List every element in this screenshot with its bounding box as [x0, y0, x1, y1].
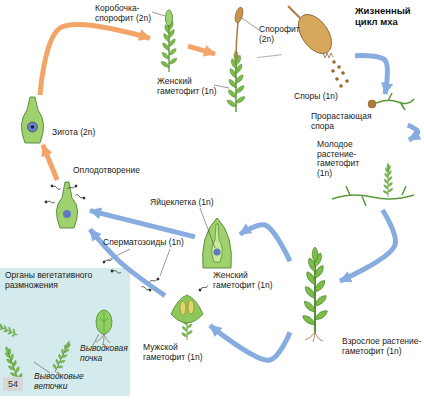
capsule	[292, 9, 339, 60]
part-label: Яйцеклетка (1n)	[150, 198, 220, 208]
seta	[236, 22, 238, 60]
stage-label: Зигота (2n)	[52, 128, 102, 138]
brood-branch	[50, 339, 74, 375]
stage-label: Мужской гаметофит (1n)	[143, 343, 215, 362]
spore	[332, 60, 336, 64]
sperm-cell	[198, 284, 208, 292]
leader-line	[152, 12, 165, 16]
leader-line	[160, 249, 170, 276]
archegonium	[56, 182, 77, 228]
sperm-cell	[50, 184, 61, 190]
stage-label: Взрослое растение-гаметофит (1n)	[342, 337, 422, 356]
sperm-cell	[45, 201, 55, 204]
stage-label: Органы вегетативного размножения	[5, 271, 123, 290]
brood-branch	[0, 319, 20, 339]
sperm-cell	[110, 269, 121, 274]
spore	[341, 71, 345, 75]
stage-label: Оплодотворение	[73, 166, 145, 176]
life-stage: Оплодотворение	[45, 180, 90, 230]
antheridium	[180, 301, 186, 315]
stage-label: Прорастающая спора	[311, 112, 375, 131]
sperm-cell	[141, 286, 152, 292]
seta	[288, 6, 300, 18]
life-stage: Женский гаметофит (1n)Яйцеклетка (1n)	[195, 215, 240, 270]
spore	[331, 69, 335, 73]
cycle-arrow	[408, 125, 418, 140]
inset-background	[0, 268, 130, 396]
protonema	[332, 186, 414, 206]
part-label: Сперматозоиды (1n)	[103, 238, 198, 248]
leader-line	[242, 18, 259, 30]
cycle-arrow	[240, 225, 290, 262]
leader-line	[200, 208, 215, 248]
young-sporophyte	[166, 10, 173, 26]
spores	[331, 60, 349, 88]
spore	[337, 65, 341, 69]
life-stage: Молодое растение-гаметофит (1n)	[325, 140, 415, 210]
life-stage: Споры (1n)	[282, 8, 355, 93]
egg-cell	[214, 249, 221, 256]
cycle-arrow	[340, 210, 396, 281]
inset-panel: Органы вегетативного размноженияВыводков…	[0, 268, 130, 396]
part-label: Выводковая почка	[80, 344, 128, 363]
sperm-cell	[149, 277, 160, 283]
archegonium	[21, 97, 43, 143]
female-head	[203, 218, 232, 268]
spore	[339, 84, 343, 88]
egg-cell	[63, 210, 71, 218]
page-number: 54	[3, 377, 23, 391]
life-stage: Спорофит (2n)Женский гаметофит (1n)	[215, 5, 257, 115]
stage-label: Споры (1n)	[294, 92, 354, 102]
moss-bud	[382, 163, 393, 197]
zygote-cell	[28, 122, 38, 132]
leader-line	[108, 249, 130, 260]
peristome	[323, 53, 333, 58]
life-stage: Мужской гаметофит (1n)	[165, 285, 210, 340]
cycle-arrow	[188, 46, 215, 54]
life-stage: Зигота (2n)	[15, 95, 50, 145]
spore	[335, 77, 339, 81]
cycle-arrow	[90, 211, 195, 237]
part-label: Женский гаметофит (1n)	[157, 77, 219, 96]
male-head	[171, 295, 203, 323]
cycle-arrow	[210, 325, 290, 360]
stage-label: Коробочка-спорофит (2n)	[95, 4, 153, 23]
rhizoid	[305, 332, 323, 342]
brood-bud	[96, 310, 112, 334]
protonema	[376, 93, 414, 110]
sperm-cell	[75, 194, 86, 200]
stage-label: Молодое растение-гаметофит (1n)	[317, 140, 372, 178]
nucleus	[31, 125, 35, 129]
life-stage: Коробочка-спорофит (2n)	[150, 8, 188, 73]
part-label: Выводковые веточки	[34, 372, 86, 391]
cycle-arrow	[355, 56, 387, 94]
cycle-arrow	[40, 24, 150, 95]
life-stage: Взрослое растение-гаметофит (1n)	[290, 255, 340, 340]
life-stage: Прорастающая спора	[355, 94, 415, 125]
spore	[345, 79, 349, 83]
diagram-title: Жизненный цикл мха	[355, 6, 421, 27]
stage-label: Спорофит (2n)	[259, 25, 299, 44]
spore	[368, 100, 376, 108]
stage-label: Женский гаметофит (1n)	[213, 271, 275, 290]
sperm-cell	[67, 184, 78, 190]
cycle-arrow	[43, 145, 57, 180]
cycle-arrow	[257, 55, 282, 58]
brood-bud-vein	[100, 312, 108, 332]
moss-shoot	[301, 247, 329, 332]
capsule	[234, 6, 245, 23]
antheridium	[188, 300, 194, 314]
